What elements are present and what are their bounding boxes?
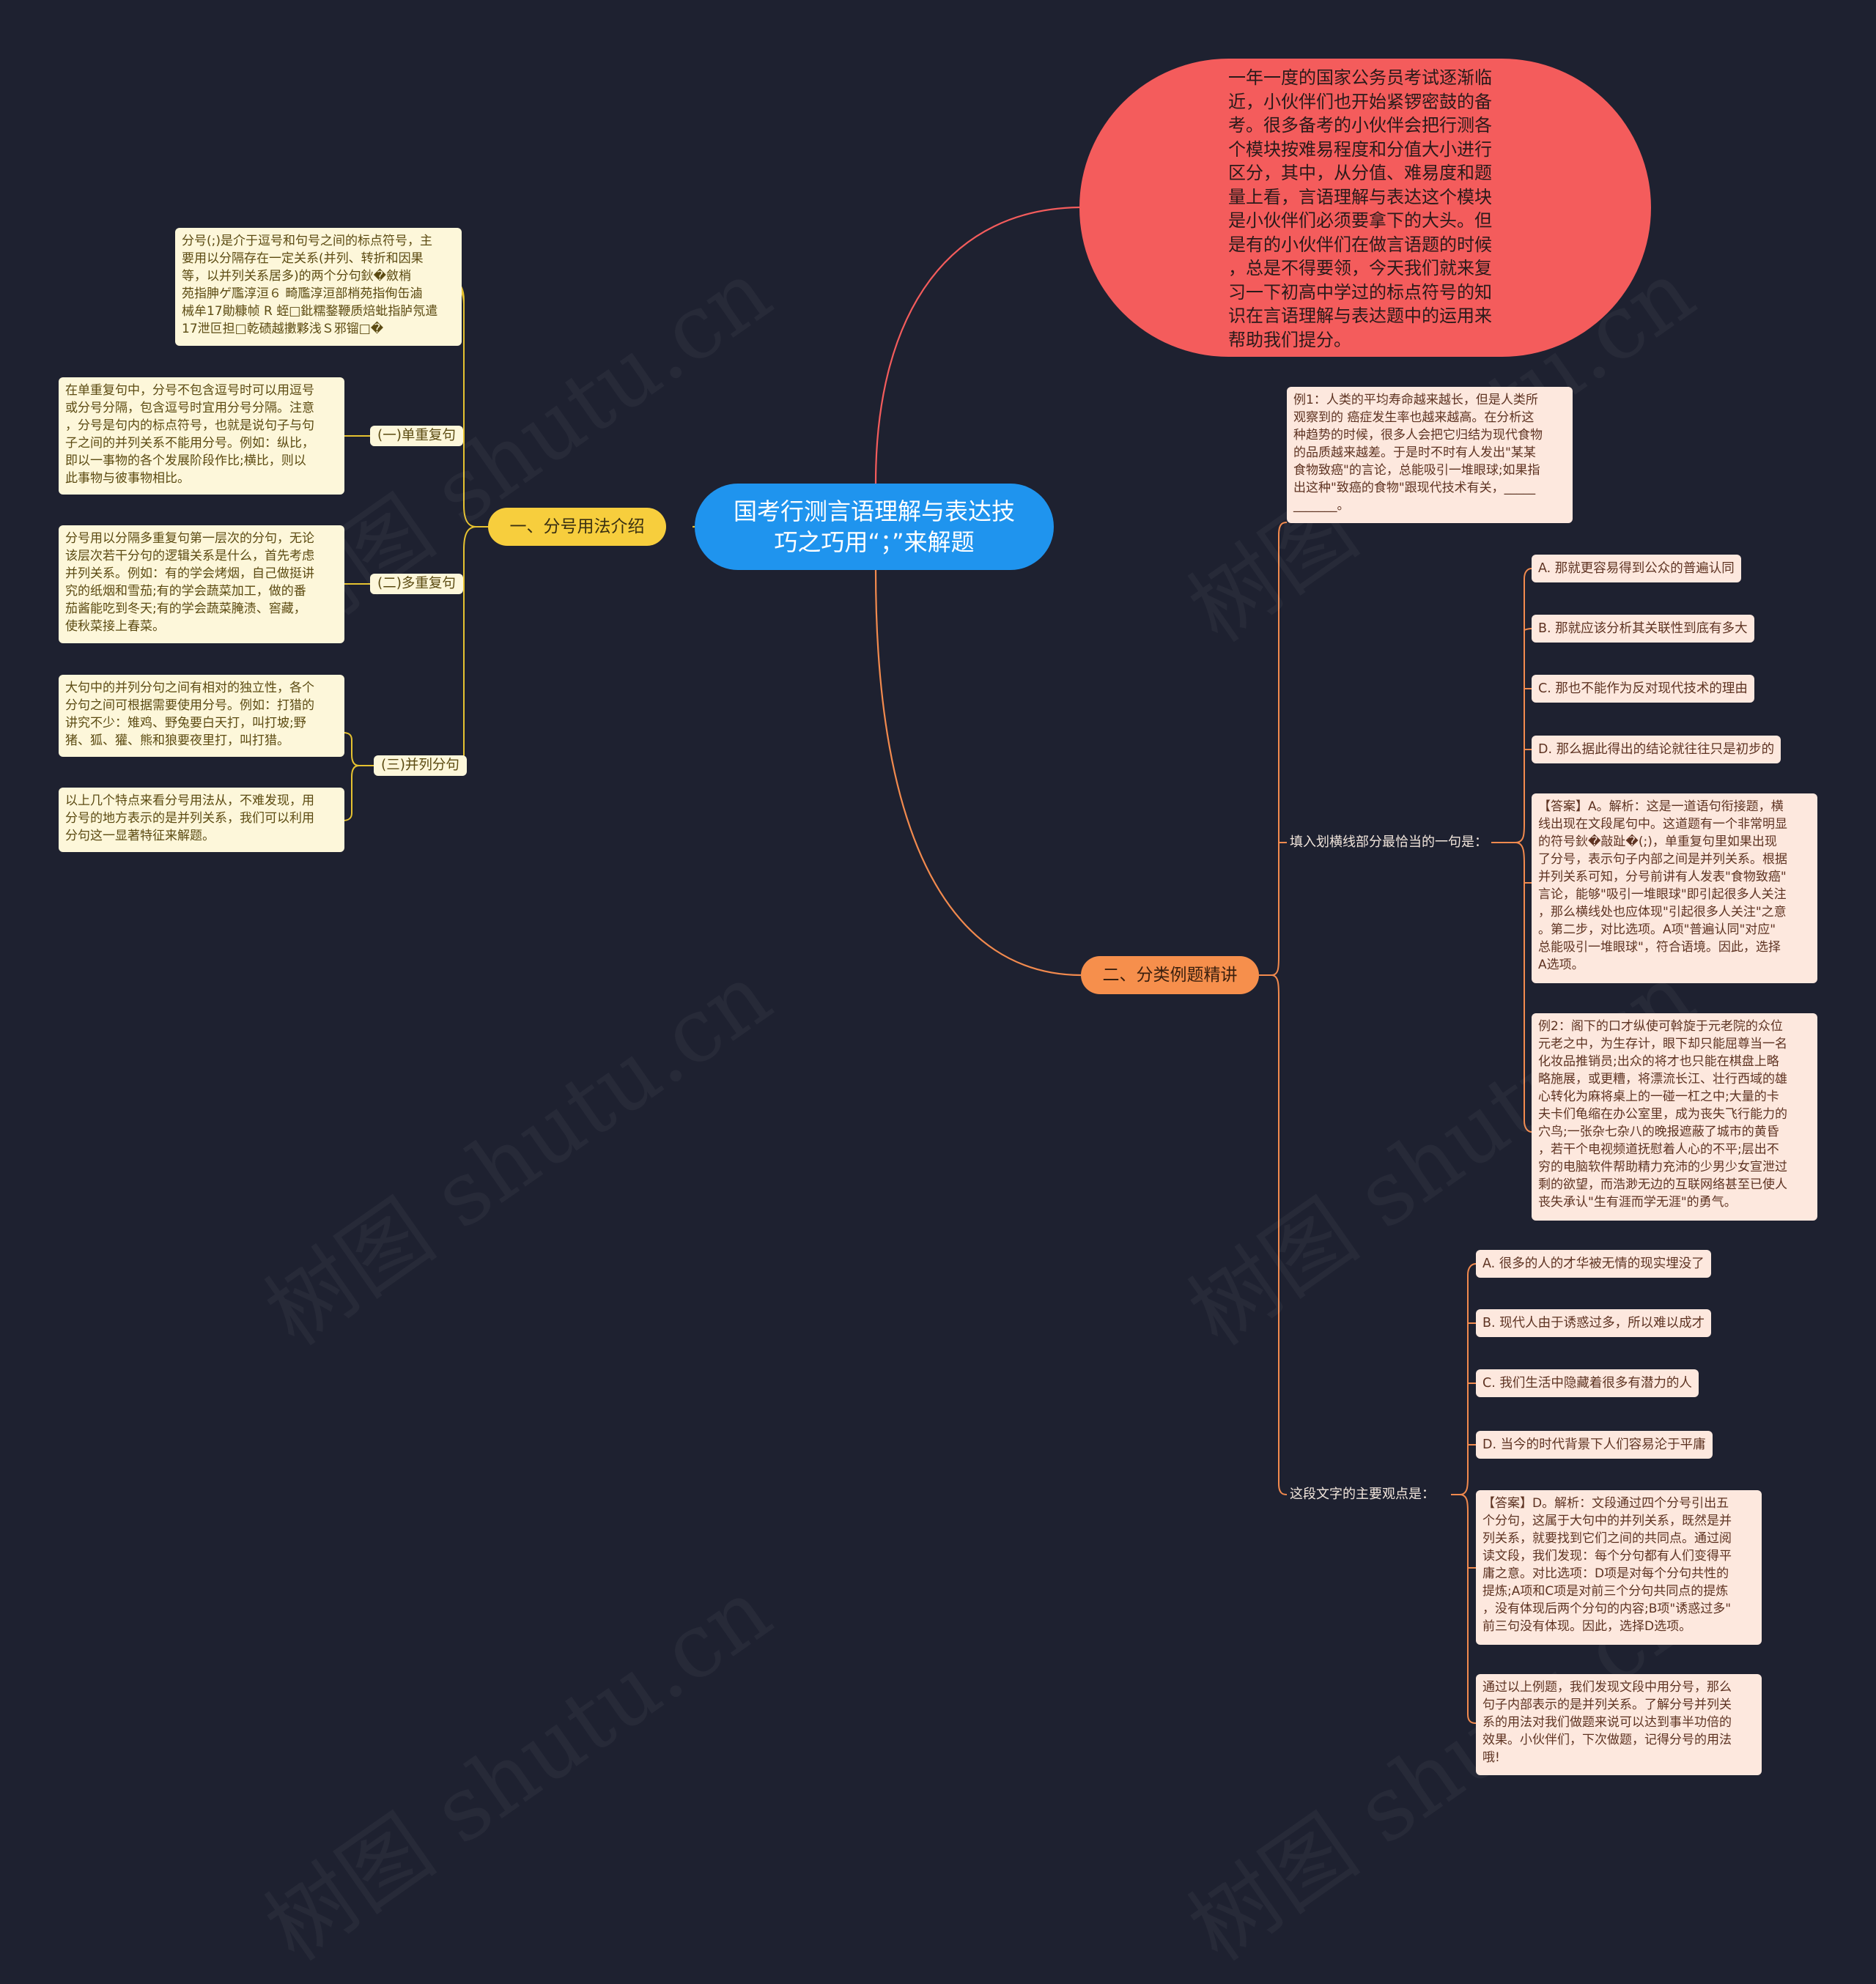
branch-example-explained[interactable]: 二、分类例题精讲 xyxy=(1081,956,1259,994)
q2-option-b[interactable]: B. 现代人由于诱惑过多，所以难以成才 xyxy=(1476,1309,1712,1337)
q2-option-c[interactable]: C. 我们生活中隐藏着很多有潜力的人 xyxy=(1476,1369,1699,1397)
branch-usage-intro[interactable]: 一、分号用法介绍 xyxy=(488,508,666,546)
q2-option-a[interactable]: A. 很多的人的才华被无情的现实埋没了 xyxy=(1476,1250,1711,1278)
category-multi-compound[interactable]: (二)多重复句 xyxy=(370,574,463,594)
category-single-compound[interactable]: (一)单重复句 xyxy=(370,426,463,446)
category-parallel-clause[interactable]: (三)并列分句 xyxy=(374,755,467,776)
example-1-text[interactable]: 例1：人类的平均寿命越来越长，但是人类所 观察到的 癌症发生率也越来越高。在分析… xyxy=(1287,387,1573,523)
connector-lines xyxy=(342,206,1532,1724)
q1-option-b[interactable]: B. 那就应该分析其关联性到底有多大 xyxy=(1532,615,1754,643)
note-semicolon-definition[interactable]: 分号(;)是介于逗号和句号之间的标点符号，主 要用以分隔存在一定关系(并列、转折… xyxy=(175,228,462,346)
example-2-text[interactable]: 例2：阁下的口才纵使可斡旋于元老院的众位 元老之中，为生存计，眼下却只能屈尊当一… xyxy=(1532,1013,1817,1221)
note-parallel-clause[interactable]: 大句中的并列分句之间有相对的独立性，各个 分句之间可根据需要使用分号。例如：打猎… xyxy=(59,675,344,757)
intro-bubble[interactable]: 一年一度的国家公务员考试逐渐临 近，小伙伴们也开始紧锣密鼓的备 考。很多备考的小… xyxy=(1079,59,1651,357)
question-1-prompt[interactable]: 填入划横线部分最恰当的一句是： xyxy=(1290,834,1488,850)
question-2-prompt[interactable]: 这段文字的主要观点是： xyxy=(1290,1487,1435,1502)
root-topic[interactable]: 国考行测言语理解与表达技巧之巧用“；”来解题 xyxy=(695,484,1054,570)
root-title: 国考行测言语理解与表达技巧之巧用“；”来解题 xyxy=(733,497,1015,556)
q1-option-a[interactable]: A. 那就更容易得到公众的普遍认同 xyxy=(1532,555,1741,582)
q2-answer[interactable]: 【答案】D。解析：文段通过四个分号引出五 个分句，这属于大句中的并列关系，既然是… xyxy=(1476,1490,1762,1645)
summary-note[interactable]: 通过以上例题，我们发现文段中用分号，那么 句子内部表示的是并列关系。了解分号并列… xyxy=(1476,1674,1762,1775)
note-parallel-summary[interactable]: 以上几个特点来看分号用法从，不难发现，用 分号的地方表示的是并列关系，我们可以利… xyxy=(59,788,344,852)
q2-option-d[interactable]: D. 当今的时代背景下人们容易沦于平庸 xyxy=(1476,1431,1713,1459)
q1-answer[interactable]: 【答案】A。解析：这是一道语句衔接题，横 线出现在文段尾句中。这道题有一个非常明… xyxy=(1532,793,1817,983)
note-single-compound[interactable]: 在单重复句中，分号不包含逗号时可以用逗号 或分号分隔，包含逗号时宜用分号分隔。注… xyxy=(59,377,344,495)
note-multi-compound[interactable]: 分号用以分隔多重复句第一层次的分句，无论 该层次若干分句的逻辑关系是什么，首先考… xyxy=(59,525,344,643)
q1-option-d[interactable]: D. 那么据此得出的结论就往往只是初步的 xyxy=(1532,736,1781,763)
q1-option-c[interactable]: C. 那也不能作为反对现代技术的理由 xyxy=(1532,675,1754,703)
